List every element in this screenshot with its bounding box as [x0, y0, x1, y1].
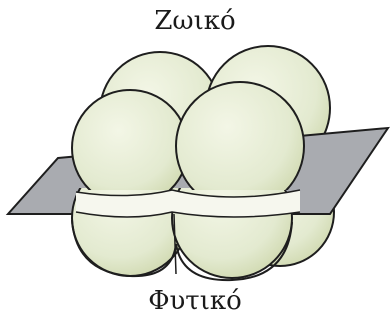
vegetal-pole-label: Φυτικό [0, 288, 390, 314]
cell-front-upper-left [72, 90, 188, 206]
